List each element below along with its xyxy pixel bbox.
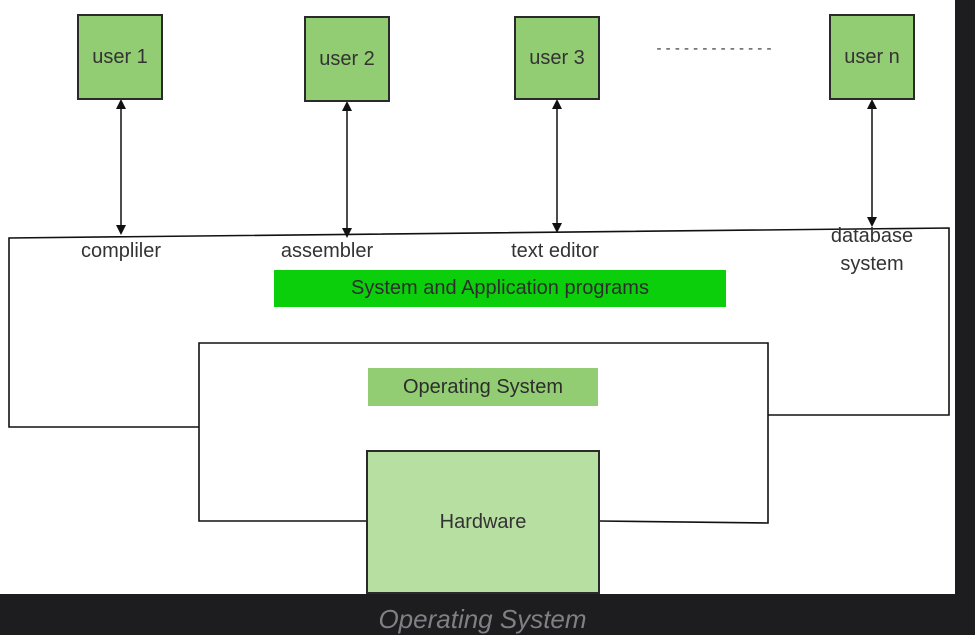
user-box-2: user 2 bbox=[304, 16, 390, 102]
user-box-n: user n bbox=[829, 14, 915, 100]
system-programs-banner: System and Application programs bbox=[274, 270, 726, 307]
program-label-compiler: compliler bbox=[80, 240, 162, 262]
program-label-text-editor: text editor bbox=[511, 240, 599, 262]
os-layer-outline bbox=[198, 342, 769, 524]
os-banner: Operating System bbox=[368, 368, 598, 406]
figure-caption: Operating System bbox=[378, 604, 587, 634]
program-label-assembler: assembler bbox=[280, 240, 374, 262]
diagram-canvas: user 1 user 2 user 3 user n - - - - - - … bbox=[0, 0, 955, 594]
program-label-database-system: database system bbox=[830, 225, 914, 275]
hardware-box: Hardware bbox=[366, 450, 600, 594]
users-ellipsis: - - - - - - - - - - - - - bbox=[656, 40, 772, 57]
diagram-lines bbox=[8, 99, 950, 524]
user-box-1: user 1 bbox=[77, 14, 163, 100]
programs-layer-outline bbox=[8, 227, 950, 428]
user-box-3: user 3 bbox=[514, 16, 600, 100]
